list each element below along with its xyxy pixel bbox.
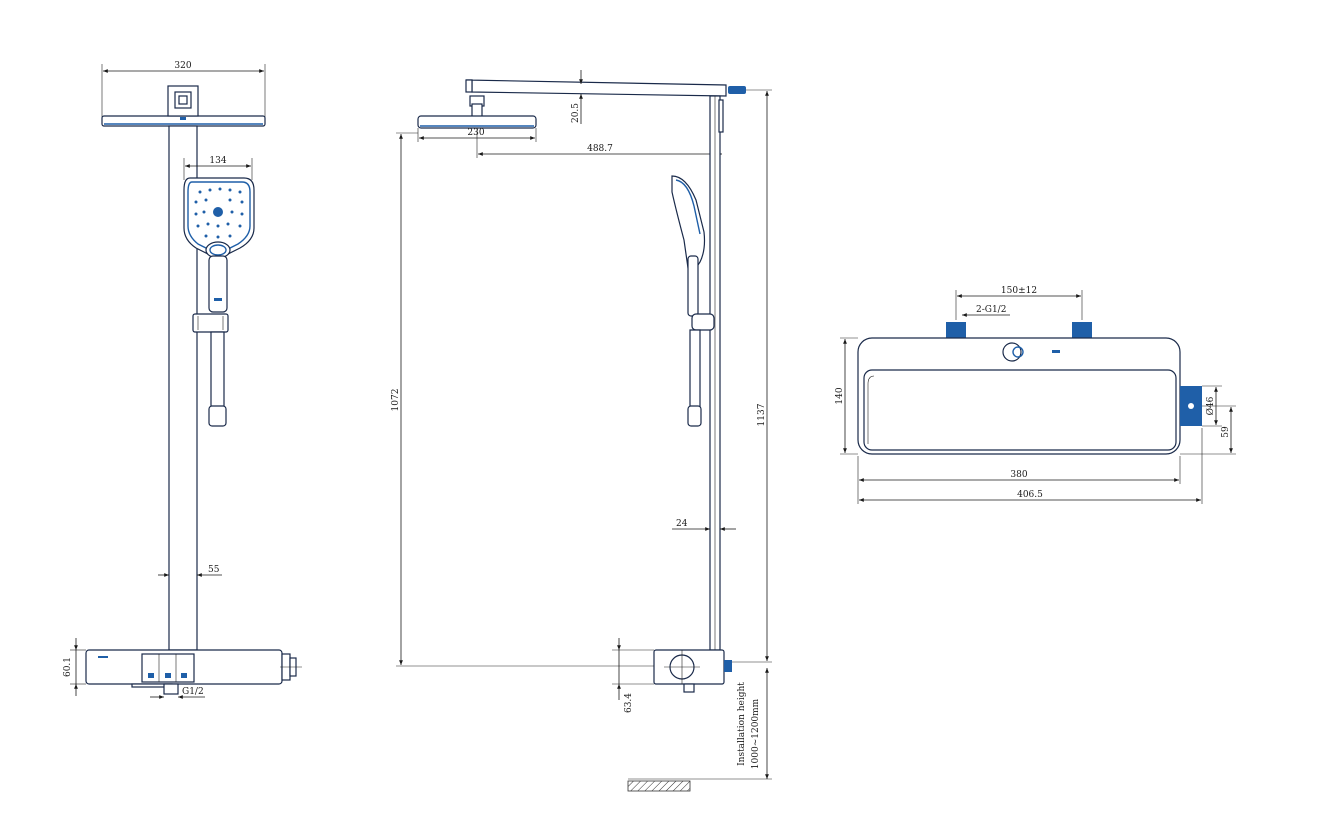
rail-width-label: 24 xyxy=(676,519,688,529)
front-view: 320 134 xyxy=(63,61,302,699)
shower-arm xyxy=(465,79,727,97)
front-width-label: 320 xyxy=(174,61,191,71)
arm-thickness-label: 20.5 xyxy=(571,103,581,123)
valve-height-label: 60.1 xyxy=(63,657,73,677)
inlet-thread-count-label: 2-G1/2 xyxy=(976,305,1006,315)
width-380-label: 380 xyxy=(1010,470,1027,480)
cold-inlet xyxy=(1072,322,1092,338)
height-1137-label: 1137 xyxy=(757,403,767,426)
pipe-width-label: 55 xyxy=(208,565,220,575)
floor-hatch xyxy=(627,780,691,792)
handshower-side xyxy=(671,175,715,427)
width-406-label: 406.5 xyxy=(1017,490,1043,500)
reach-label: 488.7 xyxy=(587,144,613,154)
handshower-width-label: 134 xyxy=(209,156,226,166)
valve-depth-label: 63.4 xyxy=(624,693,634,713)
side-view: 20.5 230 488.7 24 xyxy=(391,70,772,792)
inlet-spacing-label: 150±12 xyxy=(1001,286,1037,296)
valve-plan-view: 150±12 2-G1/2 140 Ø46 59 xyxy=(835,286,1236,504)
handshower-front xyxy=(183,177,255,313)
installation-range-label: 1000~1200mm xyxy=(751,698,761,769)
height-1072-label: 1072 xyxy=(391,389,401,412)
valve-height-plan-label: 140 xyxy=(835,387,845,404)
valve-front xyxy=(85,649,302,695)
valve-side xyxy=(653,649,732,693)
hot-inlet xyxy=(946,322,966,338)
side-head-width-label: 230 xyxy=(467,128,484,138)
outlet-height-label: 59 xyxy=(1221,426,1231,438)
installation-height-label: Installation height xyxy=(737,682,747,766)
inlet-thread-label: G1/2 xyxy=(182,687,204,697)
